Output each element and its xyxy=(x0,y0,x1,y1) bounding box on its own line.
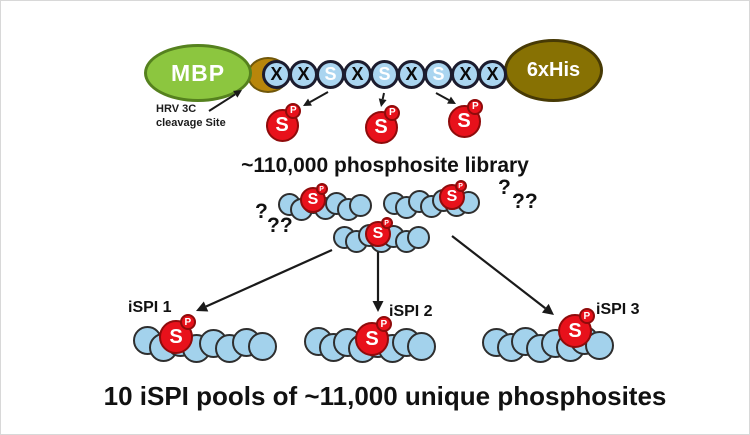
chain-residue-s-3: S xyxy=(316,60,345,89)
arrow-cleavage-site xyxy=(208,90,242,112)
question-mark-right-1: ? xyxy=(498,176,511,199)
phospho-serine-letter: S xyxy=(169,325,183,348)
phospho-serine-letter: S xyxy=(365,327,379,350)
phosphate-letter: P xyxy=(375,316,392,332)
phospho-serine-letter: S xyxy=(275,113,289,136)
ispi1-peptide-bead xyxy=(248,332,277,361)
phospho-serine-letter: S xyxy=(446,188,458,205)
phospho-serine-letter: S xyxy=(307,191,319,208)
phosphate-letter: P xyxy=(454,180,467,192)
library-peptide-1-bead xyxy=(349,194,372,217)
question-mark-right-2: ?? xyxy=(512,190,538,213)
arrow-s2-phospho xyxy=(378,92,387,107)
6xhis-tag-oval: 6xHis xyxy=(504,39,603,102)
pools-caption: 10 iSPI pools of ~11,000 unique phosphos… xyxy=(103,381,667,411)
phospho-serine-letter: S xyxy=(374,115,388,138)
arrow-s3-phospho xyxy=(435,92,456,104)
ispi-2-label: iSPI 2 xyxy=(389,303,433,320)
ispi-3-label: iSPI 3 xyxy=(596,301,640,318)
chain-residue-x-6: X xyxy=(397,60,426,89)
chain-residue-x-9: X xyxy=(478,60,507,89)
arrow-to-ispi1 xyxy=(196,248,333,312)
phospho-serine-letter: S xyxy=(568,319,582,342)
question-mark-left-1: ? xyxy=(255,200,268,223)
phosphate-letter: P xyxy=(467,98,484,115)
question-mark-left-2: ?? xyxy=(267,214,293,237)
phosphate-letter: P xyxy=(380,217,393,229)
chain-residue-x-8: X xyxy=(451,60,480,89)
phospho-serine-letter: S xyxy=(372,225,384,242)
phosphate-letter: P xyxy=(578,308,595,324)
phosphate-letter: P xyxy=(384,104,401,121)
6xhis-label: 6xHis xyxy=(526,59,581,81)
cleavage-site-label-line2: cleavage Site xyxy=(156,117,226,129)
phosphate-letter: P xyxy=(285,102,302,119)
library-peptide-3-bead xyxy=(407,226,430,249)
ispi2-peptide-bead xyxy=(407,332,436,361)
ispi3-peptide-bead xyxy=(585,331,614,360)
mbp-tag-oval: MBP xyxy=(144,44,252,102)
arrow-to-ispi2 xyxy=(372,252,384,312)
mbp-label: MBP xyxy=(170,59,226,86)
library-title: ~110,000 phosphosite library xyxy=(241,154,529,177)
cleavage-site-label-line1: HRV 3C xyxy=(156,103,197,115)
ispi-1-label: iSPI 1 xyxy=(128,299,172,316)
arrow-to-ispi3 xyxy=(451,235,554,315)
arrow-s1-phospho xyxy=(303,91,329,106)
phosphate-letter: P xyxy=(179,314,196,330)
phosphate-letter: P xyxy=(315,183,328,195)
cleavage-site-label: HRV 3C cleavage Site xyxy=(156,102,226,130)
phospho-serine-letter: S xyxy=(457,109,471,132)
